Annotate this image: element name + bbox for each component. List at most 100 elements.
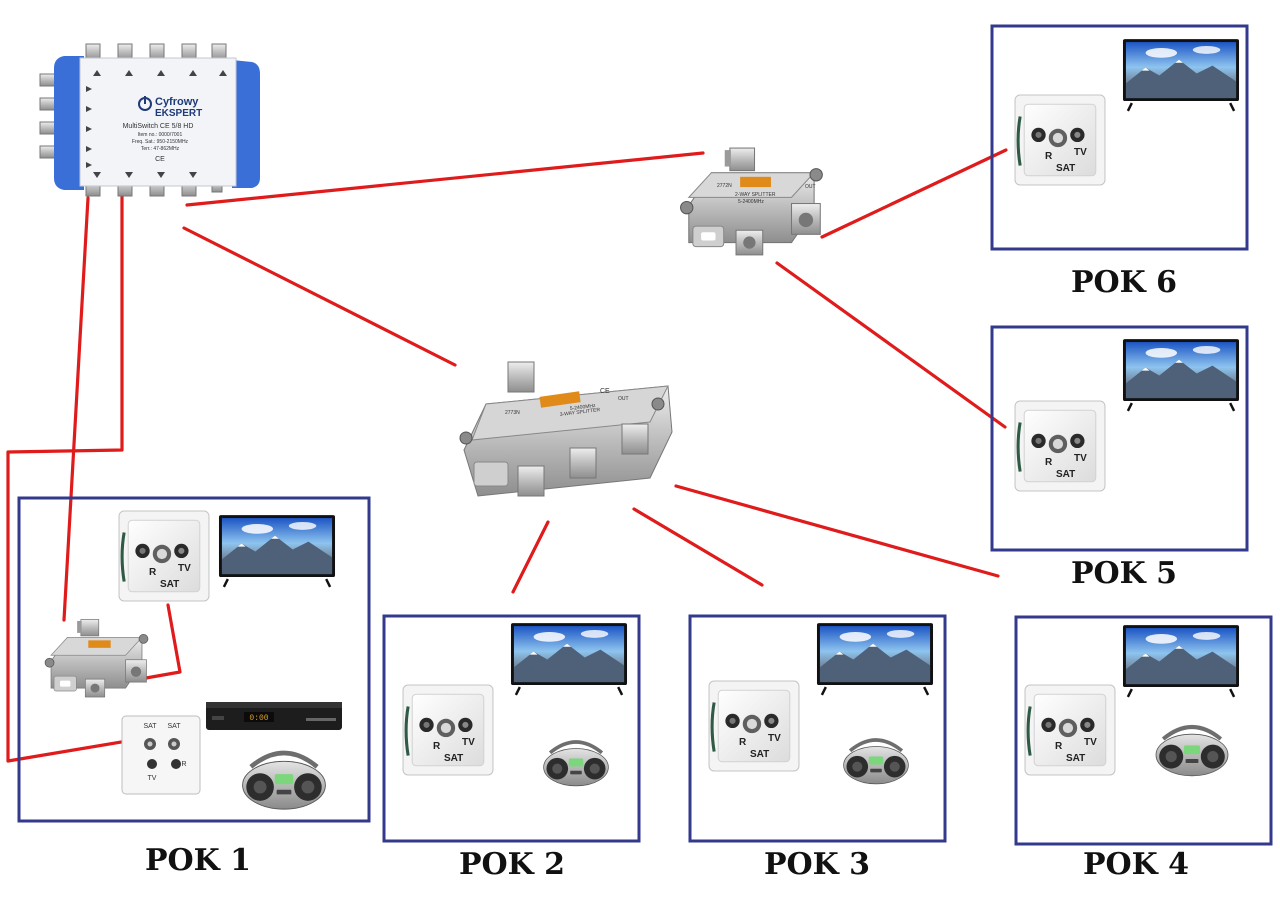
multiswitch-side-connectors xyxy=(39,73,57,159)
pok1-splitter-2way xyxy=(44,619,149,698)
pok1-radio xyxy=(243,753,326,809)
splitter-3way: 2773N 3-WAY SPLITTER 5-2400MHz CE OUT xyxy=(459,361,673,497)
multiswitch-freq-terr: Terr.: 47-862MHz xyxy=(141,146,180,152)
pok1-devices: R TV SAT 0:00 SAT SAT TV R xyxy=(44,510,342,809)
pok3-socket-label-tv: TV xyxy=(768,733,781,744)
pok1-tv xyxy=(218,514,336,588)
multiswitch-item-no: Item no.: 0000/7001 xyxy=(138,132,183,138)
pok5-socket-label-tv: TV xyxy=(1074,453,1087,464)
triple-socket-label-sat-b: SAT xyxy=(167,723,181,730)
pok4-socket-label-sat: SAT xyxy=(1066,753,1085,764)
pok2-socket-label-tv: TV xyxy=(462,737,475,748)
splitter-2way-model: 2772N xyxy=(717,183,732,189)
cable-multiswitch-to-pok1-socket xyxy=(6,191,147,763)
splitter-3way-label xyxy=(539,391,581,408)
triple-socket-label-sat-a: SAT xyxy=(143,723,157,730)
splitter-3way-mount-tab xyxy=(473,461,509,487)
multiswitch-port-marks xyxy=(86,70,227,178)
pok3-socket-label-sat: SAT xyxy=(750,749,769,760)
pok3-devices: R TV SAT xyxy=(708,622,934,786)
cable-splitter2-to-pok5 xyxy=(775,261,1007,429)
multiswitch-brand-line1: Cyfrowy xyxy=(155,96,199,108)
splitter-3way-screw-left xyxy=(459,431,473,445)
pok1-triple-sat-socket: SAT SAT TV R xyxy=(121,715,201,795)
room-pok2 xyxy=(382,614,641,843)
cable-splitter2-to-pok6 xyxy=(820,148,1008,239)
room-pok5 xyxy=(990,325,1249,552)
pok3-socket-label-r: R xyxy=(739,737,747,748)
room-pok3 xyxy=(688,614,947,843)
multiswitch-front-panel xyxy=(79,57,237,187)
triple-socket-label-r: R xyxy=(181,761,186,768)
splitter-3way-type: 3-WAY SPLITTER xyxy=(560,407,601,418)
pok4-tv xyxy=(1122,624,1240,698)
splitter-3way-input-connector xyxy=(507,361,535,393)
pok5-socket-label-sat: SAT xyxy=(1056,469,1075,480)
pok4-radio xyxy=(1156,727,1228,776)
pok5-socket-label-r: R xyxy=(1045,457,1053,468)
pok1-socket-label-sat: SAT xyxy=(160,579,179,590)
room-label-pok6: POK 6 xyxy=(1071,265,1177,300)
pok6-tv xyxy=(1122,38,1240,112)
pok2-devices: R TV SAT xyxy=(402,622,628,788)
room-pok1 xyxy=(17,496,371,823)
multiswitch-model: MultiSwitch CE 5/8 HD xyxy=(123,123,194,130)
pok6-socket-label-sat: SAT xyxy=(1056,163,1075,174)
multiswitch-freq-sat: Freq. Sat.: 950-2150MHz xyxy=(132,139,189,145)
pok6-devices: R TV SAT xyxy=(1014,38,1240,186)
multiswitch-brand-line2: EKSPERT xyxy=(155,108,202,119)
splitter-3way-model: 2773N xyxy=(505,410,520,416)
room-pok4 xyxy=(1014,615,1273,846)
splitter-3way-screw-right xyxy=(651,397,665,411)
cable-splitter3-to-pok4 xyxy=(674,484,1000,578)
cable-multiswitch-to-splitter-3way xyxy=(182,226,457,367)
pok1-socket-label-r: R xyxy=(149,567,157,578)
cable-splitter3-to-pok3 xyxy=(632,507,764,587)
room-label-pok2: POK 2 xyxy=(459,847,565,882)
pok6-socket-label-r: R xyxy=(1045,151,1053,162)
splitter-3way-freq: 5-2400MHz xyxy=(570,403,597,412)
room-label-pok4: POK 4 xyxy=(1083,847,1189,882)
multiswitch-right-bracket xyxy=(232,60,260,188)
pok4-devices: R TV SAT xyxy=(1024,624,1240,776)
splitter-2way-port-out: OUT xyxy=(805,184,816,190)
pok2-radio xyxy=(541,740,611,788)
pok2-socket-label-sat: SAT xyxy=(444,753,463,764)
multiswitch-ce-mark: CE xyxy=(155,156,165,163)
splitter-3way-top-face xyxy=(471,385,669,441)
pok2-socket-label-r: R xyxy=(433,741,441,752)
pok1-satellite-receiver: 0:00 xyxy=(206,702,342,730)
splitter-3way-output-connectors xyxy=(517,423,649,497)
multiswitch-left-bracket xyxy=(54,56,84,190)
cable-multiswitch-to-splitter-2way xyxy=(185,151,705,207)
pok1-socket-label-tv: TV xyxy=(178,563,191,574)
splitter-3way-port-out: OUT xyxy=(618,396,629,402)
room-label-pok1: POK 1 xyxy=(145,843,251,878)
cable-splitter3-to-pok2 xyxy=(511,520,550,594)
splitter-2way-type: 2-WAY SPLITTER xyxy=(735,192,776,198)
splitter-2way-freq: 5-2400MHz xyxy=(738,199,764,205)
pok3-radio xyxy=(841,738,911,786)
pok3-tv xyxy=(816,622,934,696)
room-boxes xyxy=(17,24,1273,846)
multiswitch-top-connectors xyxy=(85,43,227,61)
cable-pok1-splitter-to-sat-socket xyxy=(144,603,182,680)
splitter-3way-ce: CE xyxy=(600,388,610,395)
splitter-2way: 2772N 2-WAY SPLITTER 5-2400MHz OUT xyxy=(680,147,823,256)
cables xyxy=(6,148,1008,763)
pok6-socket-label-tv: TV xyxy=(1074,147,1087,158)
receiver-display: 0:00 xyxy=(249,714,268,723)
triple-socket-label-tv: TV xyxy=(148,775,157,782)
multiswitch: Cyfrowy EKSPERT MultiSwitch CE 5/8 HD It… xyxy=(39,43,260,197)
multiswitch-power-icon xyxy=(138,96,152,111)
room-pok6 xyxy=(990,24,1249,251)
pok4-socket-label-tv: TV xyxy=(1084,737,1097,748)
room-label-pok5: POK 5 xyxy=(1071,556,1177,591)
cable-multiswitch-to-pok1-splitter xyxy=(62,196,90,622)
room-label-pok3: POK 3 xyxy=(764,847,870,882)
pok5-tv xyxy=(1122,338,1240,412)
pok2-tv xyxy=(510,622,628,696)
pok5-devices: R TV SAT xyxy=(1014,338,1240,492)
pok4-socket-label-r: R xyxy=(1055,741,1063,752)
